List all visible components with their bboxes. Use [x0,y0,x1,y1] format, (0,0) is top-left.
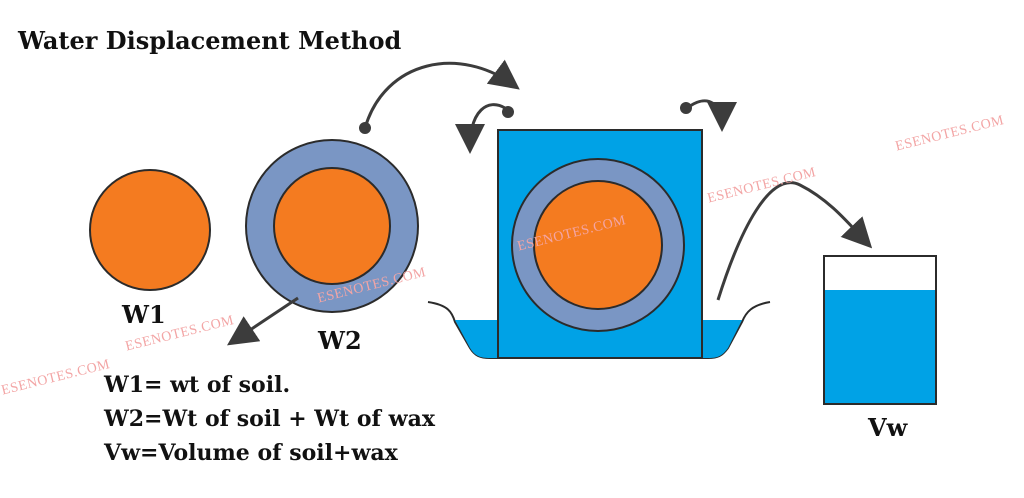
label-vw: Vw [868,413,908,442]
soil-sample-w1 [89,169,211,291]
legend-w2: W2=Wt of soil + Wt of wax [104,406,435,432]
legend-vw: Vw=Volume of soil+wax [104,440,398,466]
diagram-title: Water Displacement Method [18,26,402,55]
legend: W1= wt of soil. W2=Wt of soil + Wt of wa… [104,368,435,470]
beaker-water [824,290,936,404]
soil-core-submerged [533,180,663,310]
basin-water-right [702,320,742,358]
label-w1: W1 [122,300,166,329]
wax-pointer-arrow [227,296,299,346]
overflow-dot-right [680,102,692,114]
label-w2: W2 [318,326,362,355]
overflow-arrow-left [455,103,506,154]
measuring-beaker [823,255,937,405]
basin-water-left [455,320,498,358]
legend-w1: W1= wt of soil. [104,372,291,398]
placement-arrow [363,59,520,129]
overflow-arrow-right [689,99,737,132]
overflow-dot-left [502,106,514,118]
soil-core-w2 [273,167,391,285]
transfer-arrow [716,181,873,301]
